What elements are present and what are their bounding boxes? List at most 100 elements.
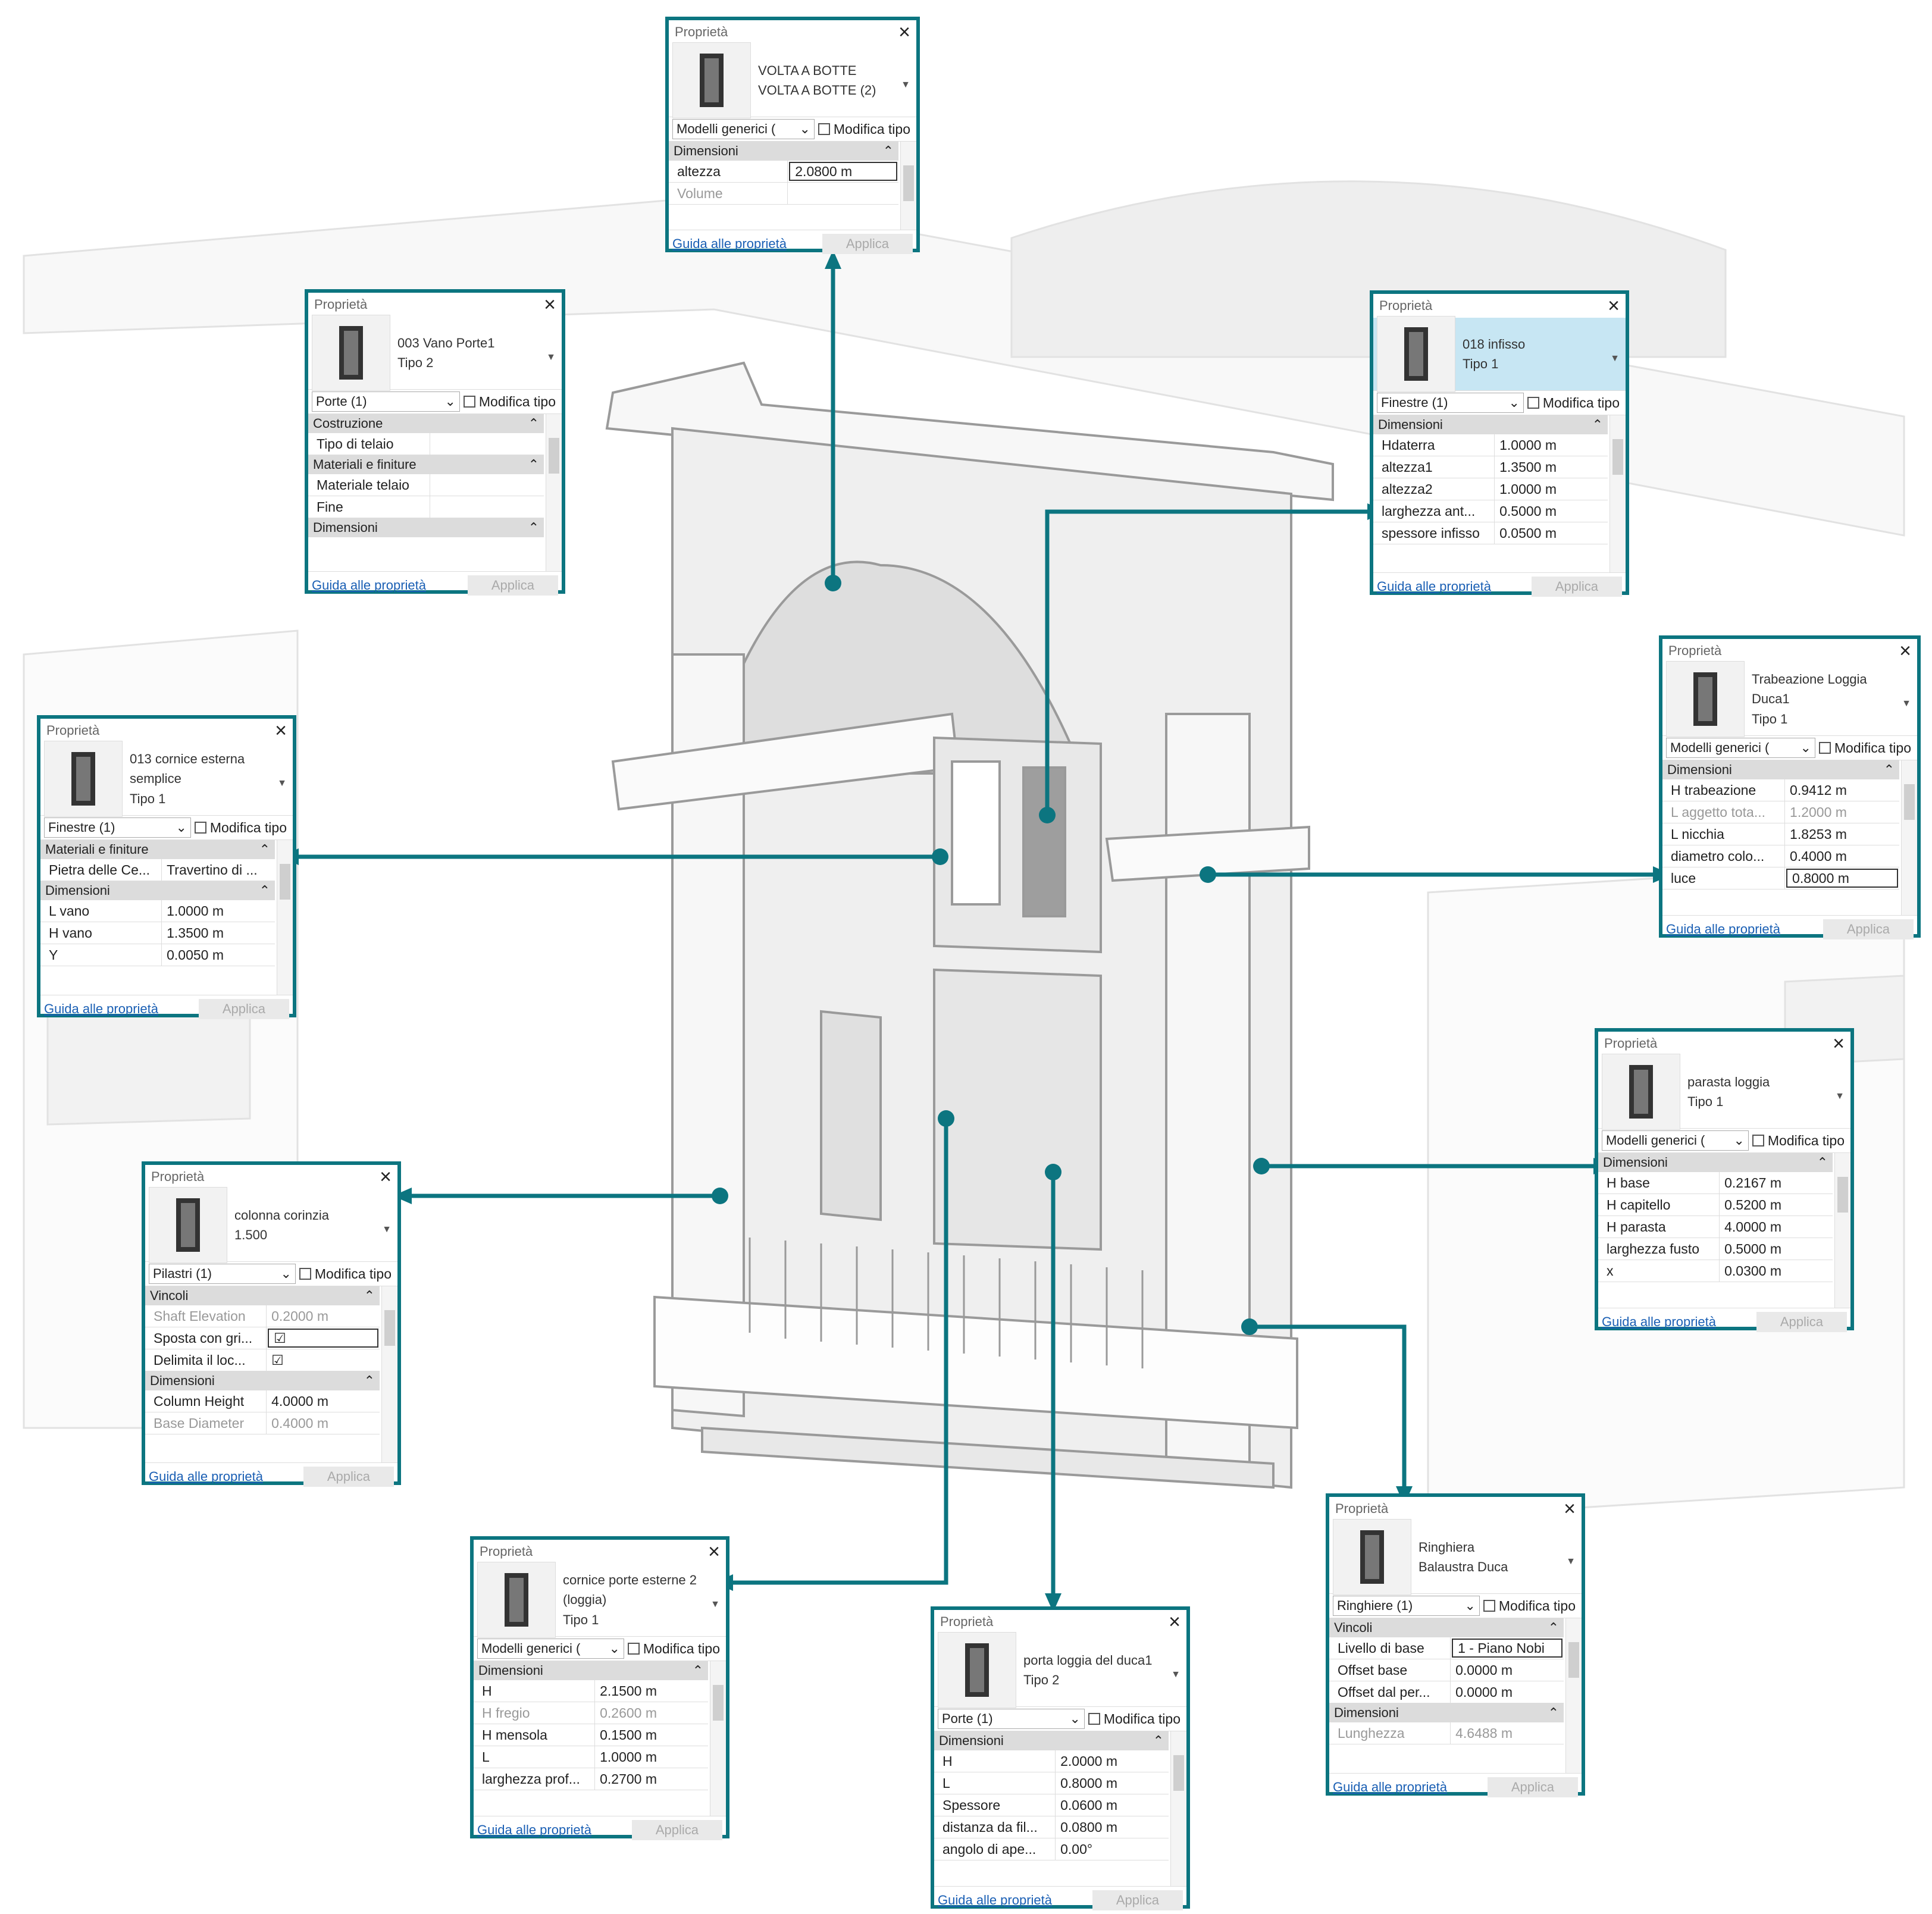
- scrollbar-thumb[interactable]: [280, 864, 290, 900]
- scrollbar-thumb[interactable]: [903, 165, 914, 201]
- property-value-field[interactable]: 0.5200 m: [1724, 1196, 1782, 1213]
- instance-filter-dropdown[interactable]: Finestre (1)⌄: [1377, 393, 1524, 413]
- close-icon[interactable]: ×: [1564, 1498, 1576, 1520]
- property-value-field[interactable]: 1.0000 m: [1499, 437, 1557, 453]
- property-value-field[interactable]: Travertino di ...: [167, 862, 258, 878]
- property-value-field[interactable]: 2.0000 m: [1060, 1753, 1118, 1769]
- close-icon[interactable]: ×: [708, 1540, 720, 1563]
- scrollbar[interactable]: [1170, 1731, 1186, 1886]
- property-value-field[interactable]: 0.0500 m: [1499, 525, 1557, 541]
- property-value-field[interactable]: 0.2000 m: [271, 1308, 329, 1324]
- property-group-header[interactable]: Costruzione⌃: [308, 414, 544, 433]
- edit-type-button[interactable]: Modifica tipo: [627, 1642, 726, 1656]
- property-group-header[interactable]: Dimensioni⌃: [669, 142, 898, 161]
- property-value-field[interactable]: [430, 474, 544, 496]
- property-value-field[interactable]: 1.0000 m: [167, 903, 224, 919]
- property-value-field[interactable]: 0.0000 m: [1455, 1684, 1513, 1700]
- property-group-header[interactable]: Dimensioni⌃: [934, 1731, 1169, 1750]
- property-value-field[interactable]: 0.2600 m: [600, 1705, 657, 1721]
- property-group-header[interactable]: Vincoli⌃: [145, 1286, 380, 1305]
- property-group-header[interactable]: Materiali e finiture⌃: [40, 840, 275, 859]
- instance-filter-dropdown[interactable]: Pilastri (1)⌄: [149, 1264, 296, 1284]
- edit-type-button[interactable]: Modifica tipo: [1752, 1133, 1850, 1148]
- instance-filter-dropdown[interactable]: Finestre (1)⌄: [44, 817, 191, 838]
- property-value-field[interactable]: ☑: [271, 1352, 284, 1368]
- edit-type-button[interactable]: Modifica tipo: [194, 820, 293, 835]
- instance-filter-dropdown[interactable]: Modelli generici (⌄: [1666, 738, 1815, 758]
- scrollbar-thumb[interactable]: [713, 1685, 724, 1721]
- edit-type-button[interactable]: Modifica tipo: [818, 122, 916, 136]
- properties-help-link[interactable]: Guida alle proprietà: [672, 236, 787, 251]
- instance-filter-dropdown[interactable]: Modelli generici (⌄: [1602, 1130, 1749, 1151]
- property-value-field[interactable]: 0.8000 m: [1060, 1775, 1118, 1791]
- property-group-header[interactable]: Dimensioni⌃: [40, 881, 275, 900]
- property-value-field[interactable]: 4.6488 m: [1455, 1725, 1513, 1741]
- property-value-field[interactable]: [430, 496, 544, 518]
- properties-help-link[interactable]: Guida alle proprietà: [1602, 1314, 1717, 1329]
- scrollbar-thumb[interactable]: [1173, 1755, 1184, 1791]
- properties-help-link[interactable]: Guida alle proprietà: [1377, 579, 1492, 594]
- property-value-field[interactable]: 1.3500 m: [167, 925, 224, 941]
- property-value-field[interactable]: 2.0800 m: [789, 162, 897, 181]
- property-value-field[interactable]: 1.3500 m: [1499, 459, 1557, 475]
- property-value-field[interactable]: 0.5000 m: [1724, 1241, 1782, 1257]
- property-value-field[interactable]: 1 - Piano Nobi: [1452, 1639, 1562, 1658]
- property-group-header[interactable]: Dimensioni⌃: [145, 1371, 380, 1390]
- close-icon[interactable]: ×: [544, 293, 556, 316]
- property-value-field[interactable]: 0.4000 m: [271, 1415, 329, 1431]
- properties-help-link[interactable]: Guida alle proprietà: [1333, 1780, 1448, 1794]
- scrollbar[interactable]: [1610, 415, 1626, 572]
- apply-button[interactable]: Applica: [1092, 1890, 1183, 1910]
- properties-help-link[interactable]: Guida alle proprietà: [149, 1469, 264, 1484]
- scrollbar[interactable]: [1901, 760, 1917, 915]
- property-group-header[interactable]: Dimensioni⌃: [474, 1661, 708, 1680]
- scrollbar-thumb[interactable]: [384, 1310, 395, 1346]
- property-value-field[interactable]: [430, 433, 544, 455]
- scrollbar[interactable]: [1565, 1618, 1582, 1773]
- scrollbar-thumb[interactable]: [1612, 439, 1623, 475]
- property-group-header[interactable]: Dimensioni⌃: [1662, 760, 1899, 779]
- property-value-field[interactable]: 0.0000 m: [1455, 1662, 1513, 1678]
- edit-type-button[interactable]: Modifica tipo: [299, 1267, 397, 1281]
- properties-help-link[interactable]: Guida alle proprietà: [312, 578, 427, 593]
- property-value-field[interactable]: 0.1500 m: [600, 1727, 657, 1743]
- property-value-field[interactable]: 2.1500 m: [600, 1683, 657, 1699]
- property-value-field[interactable]: 1.8253 m: [1790, 826, 1847, 842]
- scrollbar[interactable]: [546, 414, 562, 571]
- property-value-field[interactable]: 0.2700 m: [600, 1771, 657, 1787]
- scrollbar-thumb[interactable]: [1568, 1642, 1579, 1678]
- properties-help-link[interactable]: Guida alle proprietà: [477, 1822, 592, 1837]
- edit-type-button[interactable]: Modifica tipo: [1483, 1599, 1582, 1613]
- instance-filter-dropdown[interactable]: Modelli generici (⌄: [672, 119, 815, 139]
- properties-help-link[interactable]: Guida alle proprietà: [1666, 922, 1781, 936]
- property-value-field[interactable]: 0.4000 m: [1790, 848, 1847, 864]
- properties-help-link[interactable]: Guida alle proprietà: [44, 1001, 159, 1016]
- property-group-header[interactable]: Dimensioni⌃: [1598, 1153, 1833, 1172]
- scrollbar[interactable]: [381, 1286, 397, 1462]
- close-icon[interactable]: ×: [1899, 640, 1911, 662]
- apply-button[interactable]: Applica: [1531, 577, 1622, 597]
- apply-button[interactable]: Applica: [1756, 1312, 1847, 1332]
- edit-type-button[interactable]: Modifica tipo: [1088, 1712, 1186, 1726]
- property-value-field[interactable]: 4.0000 m: [1724, 1218, 1782, 1235]
- scrollbar-thumb[interactable]: [1837, 1177, 1848, 1213]
- instance-filter-dropdown[interactable]: Modelli generici (⌄: [477, 1639, 624, 1659]
- property-value-field[interactable]: 0.2167 m: [1724, 1174, 1782, 1191]
- scrollbar[interactable]: [900, 142, 916, 230]
- scrollbar[interactable]: [1834, 1153, 1850, 1308]
- property-group-header[interactable]: Dimensioni⌃: [308, 518, 544, 537]
- property-value-field[interactable]: 1.0000 m: [1499, 481, 1557, 497]
- property-value-field[interactable]: 1.2000 m: [1790, 804, 1847, 820]
- property-value-field[interactable]: 1.0000 m: [600, 1749, 657, 1765]
- close-icon[interactable]: ×: [898, 21, 910, 43]
- apply-button[interactable]: Applica: [198, 999, 289, 1019]
- apply-button[interactable]: Applica: [1487, 1777, 1578, 1797]
- close-icon[interactable]: ×: [1833, 1032, 1845, 1055]
